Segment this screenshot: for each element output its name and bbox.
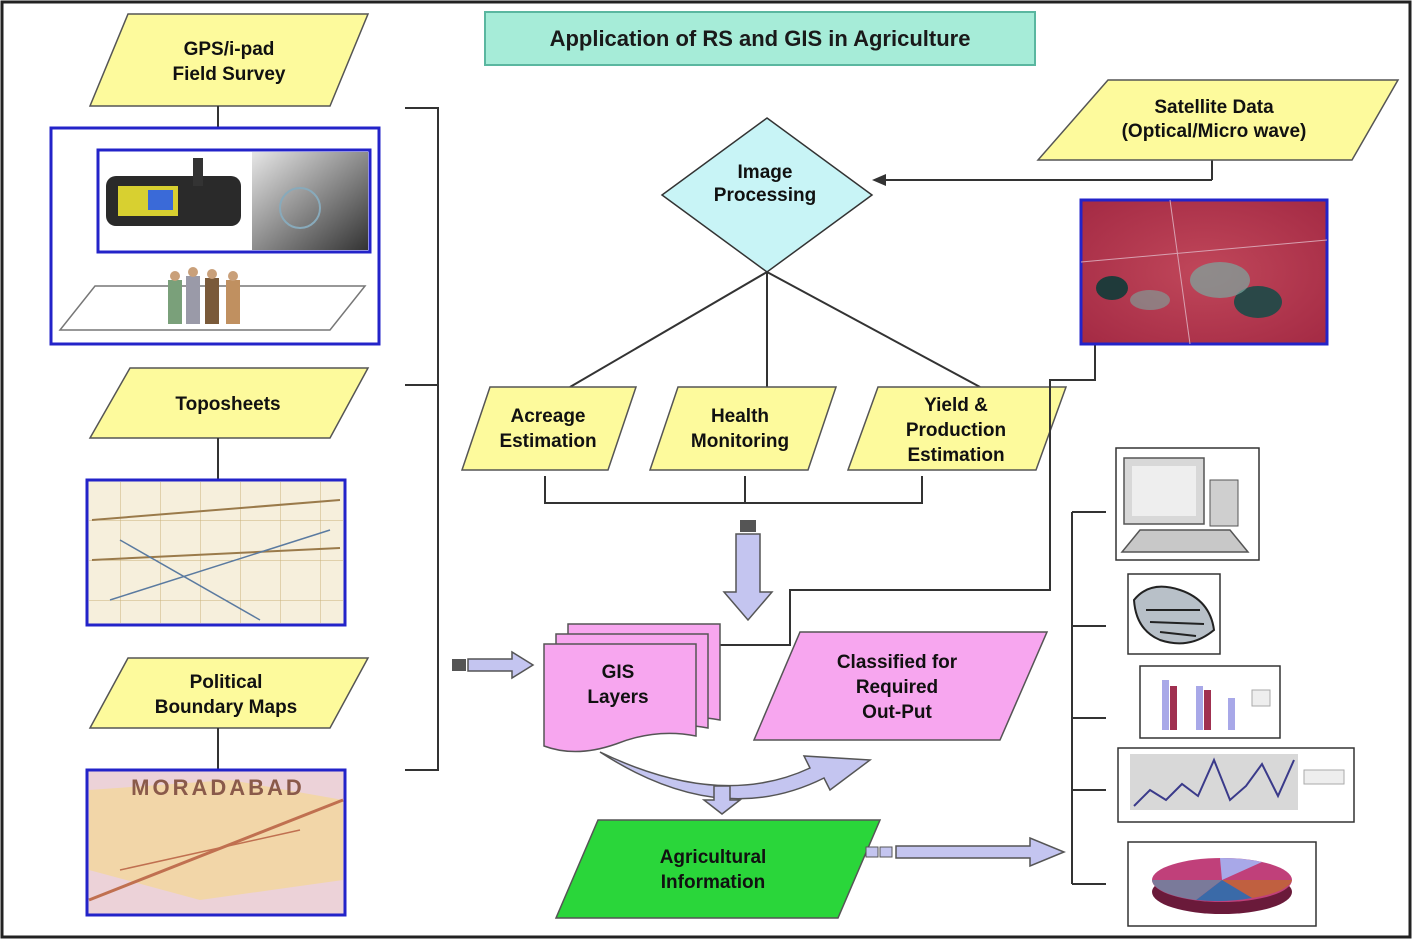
political-label-2: Boundary Maps <box>155 697 298 718</box>
satellite-image-photo <box>1079 198 1329 346</box>
gps-field-survey-box: GPS/i-pad Field Survey <box>88 13 370 107</box>
satellite-to-gis-connector <box>720 345 1096 646</box>
yield-label-2: Production <box>906 420 1006 441</box>
arrow-to-image-processing <box>872 174 886 186</box>
moradabad-label: MORADABAD <box>131 775 305 800</box>
input-bracket <box>405 107 439 771</box>
line-chart-icon <box>1117 747 1355 823</box>
arrow-down-to-agri-info <box>701 785 743 815</box>
gis-layers-stack: GIS Layers <box>543 623 721 753</box>
gis-label-2: Layers <box>587 687 648 708</box>
yield-label-3: Estimation <box>907 445 1004 466</box>
arrow-down-to-gis <box>722 520 774 622</box>
political-map-photo: MORADABAD <box>85 768 347 917</box>
health-monitoring-box: Health Monitoring <box>648 386 838 471</box>
computer-icon <box>1115 447 1260 561</box>
political-boundary-box: Political Boundary Maps <box>88 657 370 729</box>
curved-arrow-gis-to-classified <box>599 751 873 800</box>
satellite-data-box: Satellite Data (Optical/Micro wave) <box>1036 79 1400 161</box>
toposheets-label: Toposheets <box>175 394 280 415</box>
field-team-photo <box>58 267 367 331</box>
classified-label-1: Classified for <box>837 652 958 673</box>
agri-info-label-1: Agricultural <box>660 847 767 868</box>
toposheet-map-photo <box>85 478 347 627</box>
gis-label-1: GIS <box>602 662 635 683</box>
classified-label-2: Required <box>856 677 938 698</box>
bar-chart-icon <box>1139 665 1281 739</box>
gps-label-2: Field Survey <box>173 64 286 85</box>
gps-label-1: GPS/i-pad <box>184 39 275 60</box>
pie-chart-icon <box>1127 841 1317 927</box>
yield-production-box: Yield & Production Estimation <box>846 386 1068 471</box>
satellite-label-1: Satellite Data <box>1154 97 1274 118</box>
map-sketch-icon <box>1127 573 1221 655</box>
classified-label-3: Out-Put <box>862 702 932 723</box>
classified-output-box: Classified for Required Out-Put <box>752 631 1049 741</box>
toposheets-box: Toposheets <box>88 367 370 439</box>
arrow-to-outputs <box>865 836 1066 868</box>
agricultural-information-box: Agricultural Information <box>554 819 882 919</box>
yield-label-1: Yield & <box>924 395 988 416</box>
arrow-to-gis <box>452 650 535 680</box>
image-processing-diamond: Image Processing <box>660 117 874 273</box>
title-text: Application of RS and GIS in Agriculture <box>550 26 971 51</box>
political-label-1: Political <box>190 672 263 693</box>
health-label-2: Monitoring <box>691 431 789 452</box>
satellite-label-2: (Optical/Micro wave) <box>1122 121 1307 142</box>
title-box: Application of RS and GIS in Agriculture <box>484 11 1036 66</box>
agri-info-label-2: Information <box>661 872 766 893</box>
acreage-estimation-box: Acreage Estimation <box>460 386 638 471</box>
image-processing-label-2: Processing <box>714 185 816 206</box>
acreage-label-2: Estimation <box>499 431 596 452</box>
image-processing-label-1: Image <box>738 162 793 183</box>
estimation-bracket <box>544 476 923 504</box>
health-label-1: Health <box>711 406 769 427</box>
acreage-label-1: Acreage <box>511 406 586 427</box>
